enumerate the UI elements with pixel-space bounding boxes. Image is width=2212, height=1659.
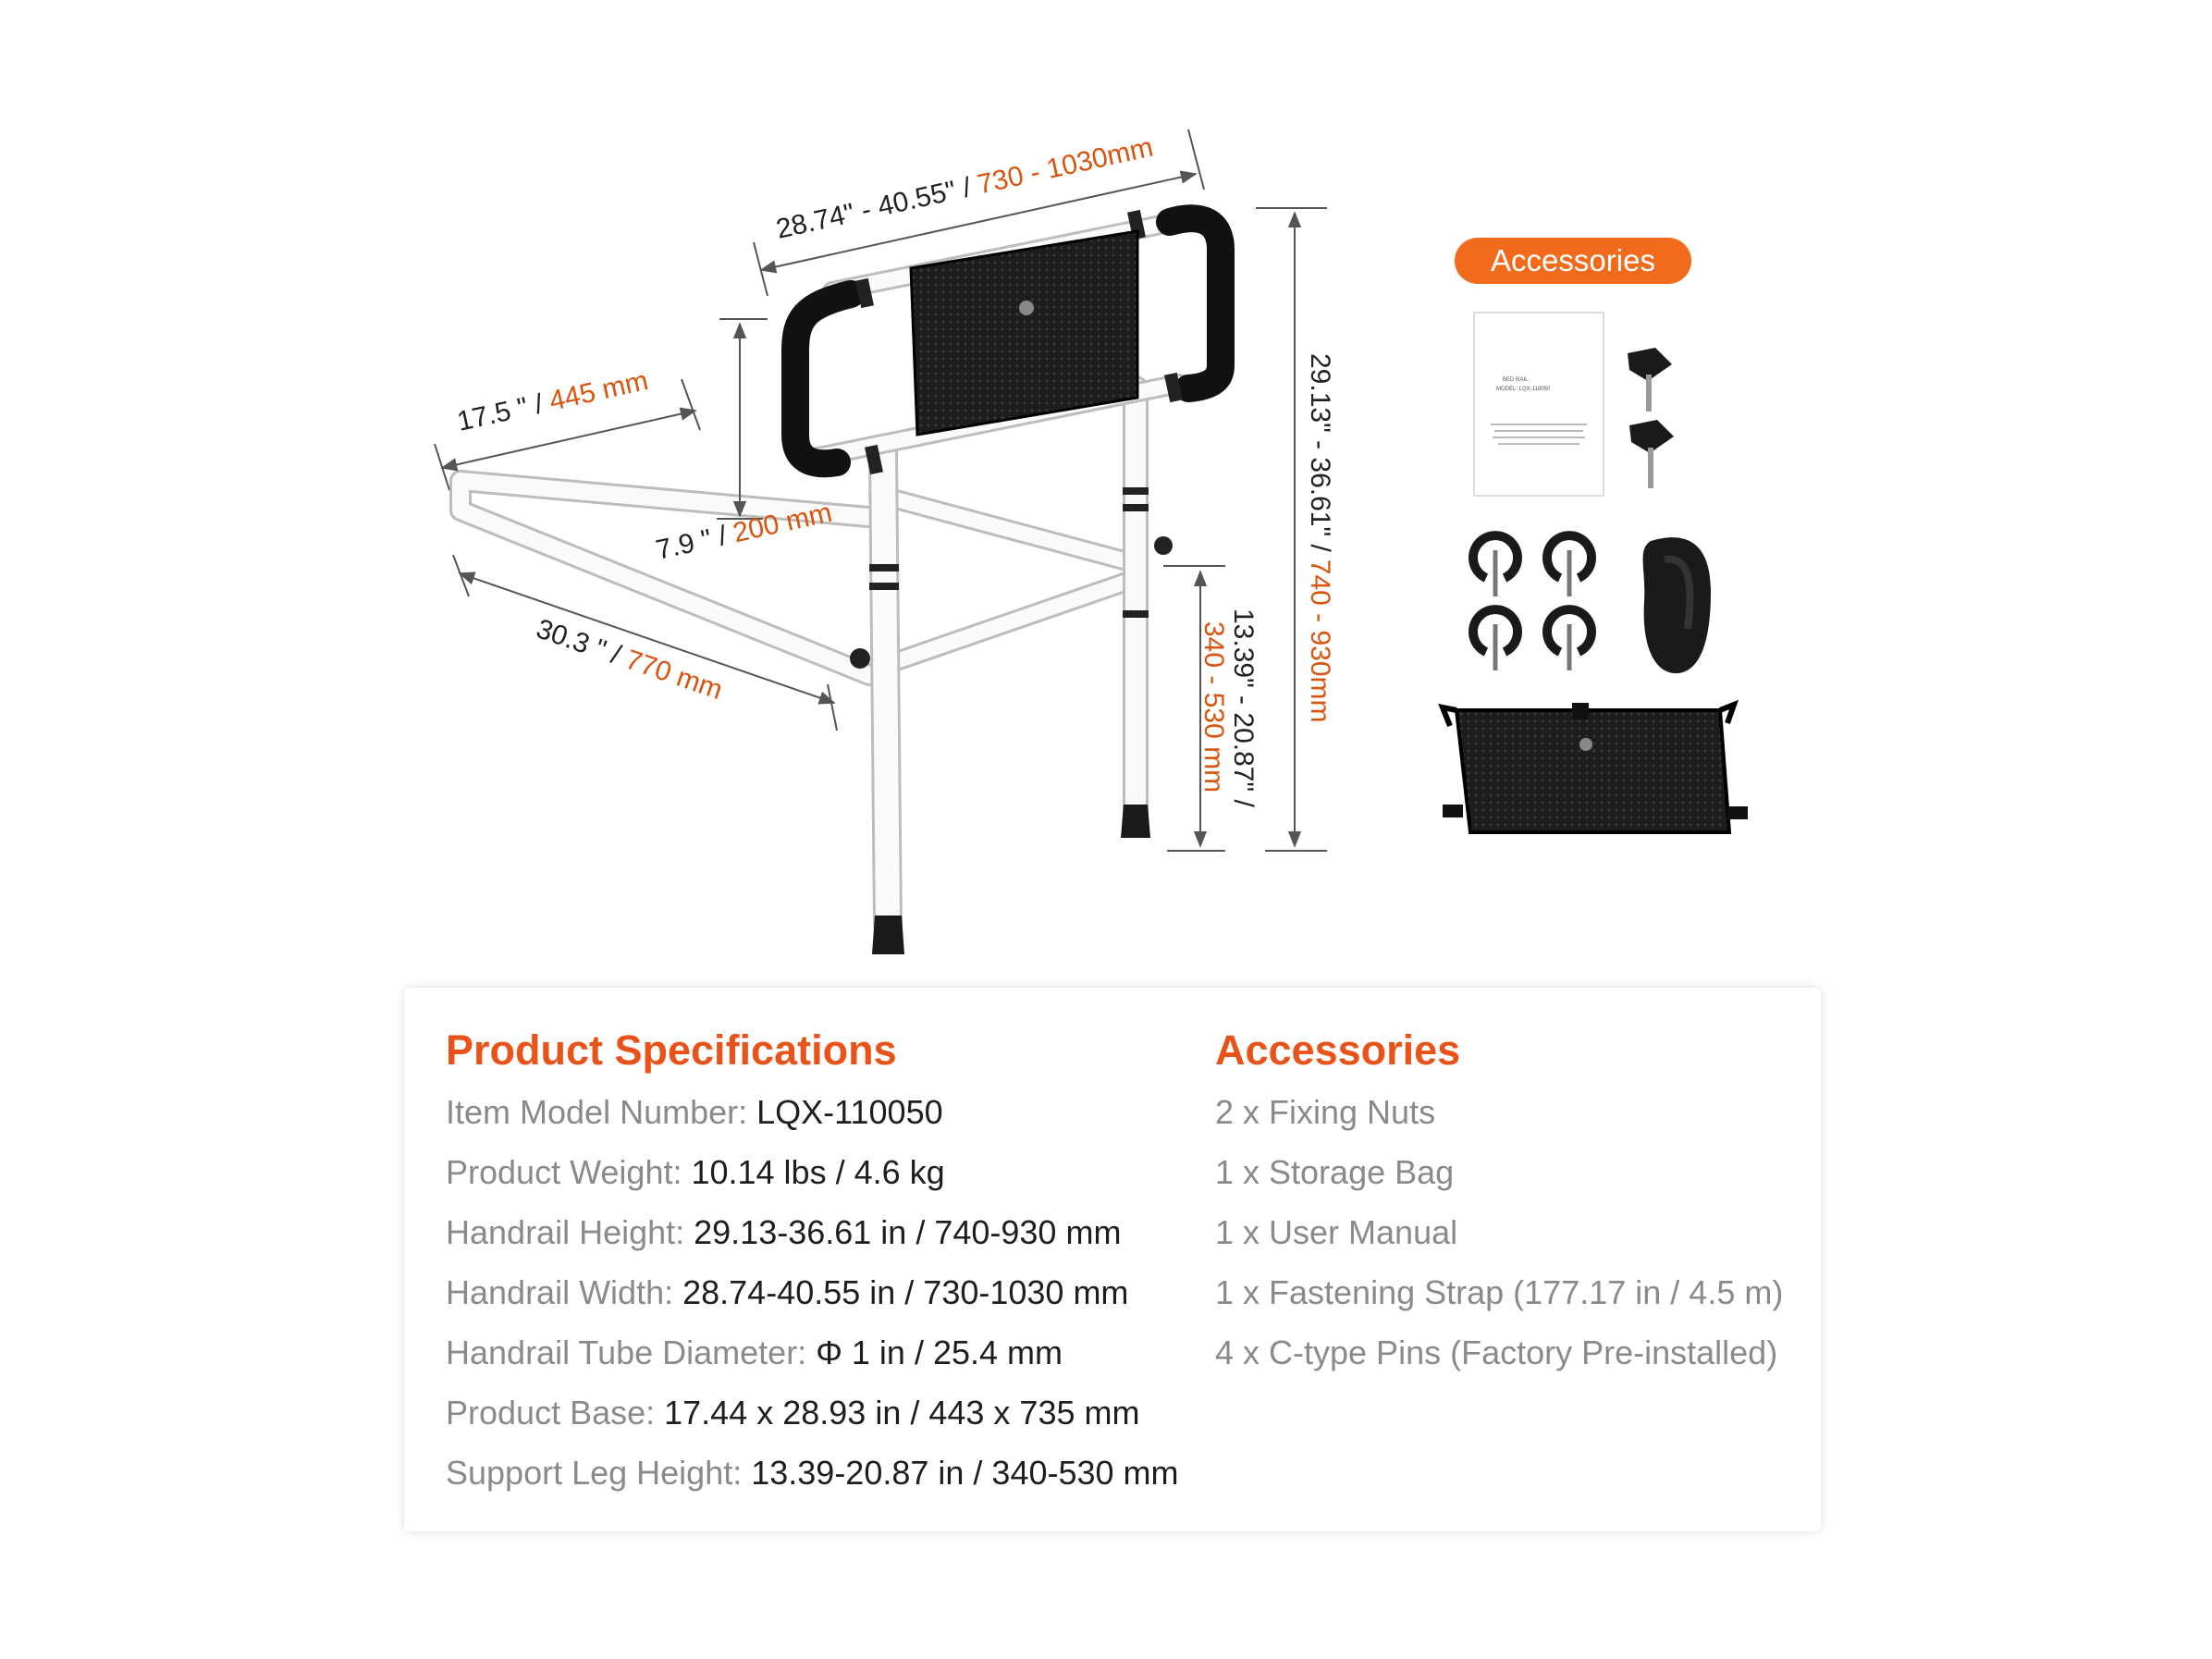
- fastening-strap-image: [1642, 537, 1711, 674]
- manual-model: MODEL: LQX-110050: [1496, 387, 1551, 392]
- spec-row-model: Item Model Number: LQX-110050: [446, 1082, 1179, 1142]
- spec-label: Handrail Width:: [446, 1273, 683, 1311]
- dim-top-width-metric: 730 - 1030mm: [975, 132, 1156, 201]
- spec-label: Handrail Height:: [446, 1213, 694, 1251]
- accessory-item: 1 x Storage Bag: [1215, 1153, 1455, 1191]
- accessories-badge: Accessories: [1455, 238, 1691, 284]
- product-dimension-diagram: 28.74" - 40.55" /730 - 1030mm 17.5 " /44…: [434, 129, 1748, 954]
- dim-base-length: 30.3 " /770 mm: [533, 613, 727, 706]
- dim-grip-height-imperial: 7.9 " /: [653, 521, 730, 566]
- manual-title: BED RAIL: [1503, 377, 1529, 383]
- dim-base-length-metric: 770 mm: [621, 645, 726, 706]
- spec-row-tube-diameter: Handrail Tube Diameter: Φ 1 in / 25.4 mm: [446, 1322, 1179, 1382]
- dim-total-height-metric: 740 - 930mm: [1305, 559, 1335, 723]
- spec-value: 13.39-20.87 in / 340-530 mm: [751, 1454, 1179, 1492]
- spec-label: Item Model Number:: [446, 1093, 757, 1131]
- dim-total-height-imperial: 29.13" - 36.61" /: [1305, 353, 1335, 552]
- spec-value: 10.14 lbs / 4.6 kg: [691, 1153, 945, 1191]
- spec-value: LQX-110050: [756, 1093, 943, 1131]
- spec-value: Φ 1 in / 25.4 mm: [816, 1333, 1063, 1371]
- spec-label: Product Weight:: [446, 1153, 692, 1191]
- accessory-item: 2 x Fixing Nuts: [1215, 1093, 1436, 1131]
- spec-row-weight: Product Weight: 10.14 lbs / 4.6 kg: [446, 1142, 1179, 1202]
- fixing-nuts-image: [1628, 348, 1674, 488]
- dim-leg-height-metric: 340 - 530 mm: [1198, 621, 1229, 793]
- spec-label: Support Leg Height:: [446, 1454, 752, 1492]
- accessory-item: 4 x C-type Pins (Factory Pre-installed): [1215, 1333, 1778, 1371]
- spec-row-handrail-height: Handrail Height: 29.13-36.61 in / 740-93…: [446, 1202, 1179, 1262]
- dim-top-width-imperial: 28.74" - 40.55" /: [773, 172, 974, 245]
- accessories-title: Accessories: [1215, 1026, 1461, 1074]
- bed-rail-product: [449, 204, 1235, 954]
- product-specifications-title: Product Specifications: [446, 1026, 897, 1074]
- specifications-card: Product Specifications Item Model Number…: [404, 988, 1821, 1531]
- dimension-lines: [434, 129, 1327, 852]
- dim-base-length-imperial: 30.3 " /: [533, 613, 625, 670]
- dim-depth-metric: 445 mm: [547, 365, 651, 417]
- accessory-item: 1 x User Manual: [1215, 1213, 1458, 1251]
- spec-row-handrail-width: Handrail Width: 28.74-40.55 in / 730-103…: [446, 1262, 1179, 1322]
- dim-leg-height-imperial: 13.39" - 20.87" /: [1228, 608, 1259, 807]
- dim-total-height: 29.13" - 36.61" / 740 - 930mm: [1305, 353, 1335, 723]
- accessories-section: Accessories 2 x Fixing Nuts 1 x Storage …: [1215, 1025, 1783, 1382]
- spec-label: Product Base:: [446, 1394, 665, 1432]
- c-type-pins-image: [1469, 531, 1596, 670]
- product-specifications-section: Product Specifications Item Model Number…: [446, 1025, 1179, 1503]
- spec-row-leg-height: Support Leg Height: 13.39-20.87 in / 340…: [446, 1443, 1179, 1503]
- spec-value: 17.44 x 28.93 in / 443 x 735 mm: [664, 1394, 1140, 1432]
- spec-value: 29.13-36.61 in / 740-930 mm: [694, 1213, 1122, 1251]
- storage-bag-image: [1438, 699, 1748, 834]
- spec-row-base: Product Base: 17.44 x 28.93 in / 443 x 7…: [446, 1382, 1179, 1443]
- dim-depth-imperial: 17.5 " /: [454, 388, 547, 437]
- spec-value: 28.74-40.55 in / 730-1030 mm: [682, 1273, 1129, 1311]
- user-manual-image: BED RAIL MODEL: LQX-110050: [1473, 312, 1604, 497]
- accessory-item: 1 x Fastening Strap (177.17 in / 4.5 m): [1215, 1273, 1784, 1311]
- spec-label: Handrail Tube Diameter:: [446, 1333, 817, 1371]
